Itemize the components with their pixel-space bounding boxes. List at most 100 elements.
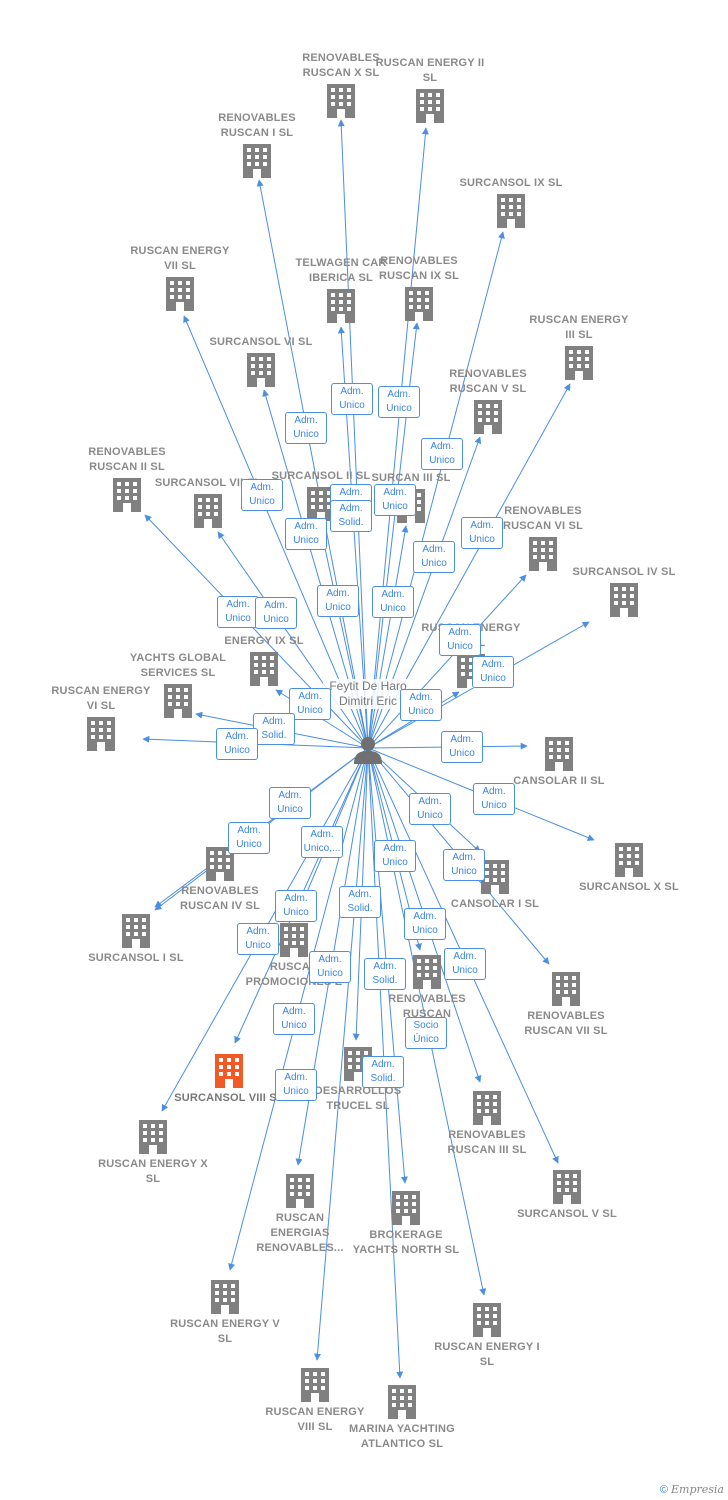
building-icon[interactable] [413,955,441,989]
company-label-c4[interactable]: SURCANSOL IX SL [459,177,563,189]
company-label-c17[interactable]: ENERGY IX SL [224,635,304,647]
relation-badge-r37[interactable]: Adm.Unico [273,1003,315,1035]
building-icon[interactable] [215,1054,243,1088]
building-icon[interactable] [87,717,115,751]
building-icon[interactable] [529,537,557,571]
relation-badge-r10[interactable]: Adm.Unico [413,541,455,573]
company-label-c38[interactable]: RUSCAN ENERGY VIII SL [265,1406,365,1433]
company-label-c19[interactable]: YACHTS GLOBAL SERVICES SL [129,652,227,679]
relation-badge-r29[interactable]: Adm.Unico [443,849,485,881]
relation-badge-r28[interactable]: Adm.Unico [374,840,416,872]
building-icon[interactable] [615,843,643,877]
company-label-c36[interactable]: RUSCAN ENERGY V SL [170,1318,280,1345]
company-label-c34[interactable]: RUSCAN ENERGIAS RENOVABLES... [256,1212,344,1254]
relation-badge-r36[interactable]: Adm.Unico [444,948,486,980]
building-icon[interactable] [211,1280,239,1314]
relation-badge-r8[interactable]: Adm.Unico [241,479,283,511]
building-icon[interactable] [286,1174,314,1208]
building-icon[interactable] [565,346,593,380]
relation-badge-r30[interactable]: Adm.Solid. [339,886,381,918]
company-label-c20[interactable]: RUSCAN ENERGY VI SL [51,685,151,712]
building-icon[interactable] [545,737,573,771]
company-label-c5[interactable]: RUSCAN ENERGY VII SL [130,245,230,272]
relation-badge-r18[interactable]: Adm.Unico [289,688,331,720]
building-icon[interactable] [610,583,638,617]
relation-badge-r17[interactable]: Adm.Unico [472,656,514,688]
relation-badge-r20[interactable]: Adm.Solid. [253,713,295,745]
building-icon[interactable] [166,277,194,311]
building-icon[interactable] [250,652,278,686]
relation-badge-r26[interactable]: Adm.Unico,... [301,826,343,858]
relation-badge-r16[interactable]: Adm.Unico [439,624,481,656]
relation-badge-r1[interactable]: Adm.Unico [331,383,373,415]
building-icon[interactable] [388,1385,416,1419]
relation-badge-r32[interactable]: Adm.Unico [404,908,446,940]
company-label-c37[interactable]: RUSCAN ENERGY I SL [434,1341,540,1368]
relation-badge-r33[interactable]: Adm.Unico [237,923,279,955]
company-label-c16[interactable]: SURCANSOL IV SL [572,566,676,578]
company-label-c31[interactable]: RUSCAN ENERGY X SL [98,1158,208,1185]
relation-badge-r2[interactable]: Adm.Unico [378,386,420,418]
company-label-c6[interactable]: TELWAGEN CAR IBERICA SL [295,257,387,284]
building-icon[interactable] [553,1170,581,1204]
relation-badge-r25[interactable]: Adm.Unico [228,822,270,854]
company-label-c25[interactable]: SURCANSOL I SL [88,952,184,964]
relation-badge-r22[interactable]: Adm.Unico [441,731,483,763]
relation-badge-r40[interactable]: Adm.Solid. [362,1056,404,1088]
building-icon[interactable] [113,478,141,512]
company-label-c30[interactable]: DESARROLLOS TRUCEL SL [314,1085,402,1112]
company-label-c2[interactable]: RUSCAN ENERGY II SL [375,57,485,84]
relation-badge-r21[interactable]: Adm.Unico [216,728,258,760]
building-icon[interactable] [327,289,355,323]
building-icon[interactable] [194,494,222,528]
building-icon[interactable] [474,400,502,434]
relation-badge-r3[interactable]: Adm.Unico [285,412,327,444]
building-icon[interactable] [392,1191,420,1225]
building-icon[interactable] [416,89,444,123]
company-label-c1[interactable]: RENOVABLES RUSCAN X SL [302,52,380,79]
relation-badge-r7[interactable]: Adm.Unico [374,484,416,516]
company-label-c7[interactable]: RENOVABLES RUSCAN IX SL [378,255,460,282]
company-label-c22[interactable]: SURCANSOL X SL [579,881,679,893]
relation-badge-r35[interactable]: Adm.Solid. [364,958,406,990]
building-icon[interactable] [247,353,275,387]
relation-badge-r24[interactable]: Adm.Unico [269,787,311,819]
company-label-c9[interactable]: SURCANSOL VI SL [209,336,313,348]
relation-badge-r27[interactable]: Adm.Unico [409,793,451,825]
relation-badge-r13[interactable]: Adm.Unico [255,597,297,629]
company-label-c14[interactable]: SURCAN III SL [371,472,451,484]
relation-badge-r34[interactable]: Adm.Unico [309,951,351,983]
relation-badge-r23[interactable]: Adm.Unico [473,783,515,815]
relation-badge-r6[interactable]: Adm.Solid. [330,500,372,532]
building-icon[interactable] [497,194,525,228]
company-label-c10[interactable]: RENOVABLES RUSCAN V SL [449,368,527,395]
company-label-c23[interactable]: RENOVABLES RUSCAN IV SL [179,885,261,912]
company-label-c33[interactable]: SURCANSOL V SL [517,1208,617,1220]
company-label-c39[interactable]: MARINA YACHTING ATLANTICO SL [349,1423,455,1450]
relation-badge-r4[interactable]: Adm.Unico [421,438,463,470]
company-label-c11[interactable]: RENOVABLES RUSCAN II SL [88,446,166,473]
relation-badge-r11[interactable]: Adm.Unico [461,517,503,549]
building-icon[interactable] [280,923,308,957]
building-icon[interactable] [301,1368,329,1402]
building-icon[interactable] [473,1091,501,1125]
building-icon[interactable] [243,144,271,178]
building-icon[interactable] [139,1120,167,1154]
building-icon[interactable] [164,684,192,718]
company-label-c8[interactable]: RUSCAN ENERGY III SL [529,314,629,341]
relation-badge-r31[interactable]: Adm.Unico [275,890,317,922]
company-label-c28[interactable]: RENOVABLES RUSCAN VII SL [524,1010,608,1037]
company-label-c35[interactable]: BROKERAGE YACHTS NORTH SL [352,1229,460,1256]
company-label-c15[interactable]: RENOVABLES RUSCAN VI SL [502,505,584,532]
company-label-c32[interactable]: RENOVABLES RUSCAN III SL [447,1129,527,1156]
building-icon[interactable] [473,1303,501,1337]
company-label-c24[interactable]: CANSOLAR I SL [450,898,540,910]
building-icon[interactable] [405,287,433,321]
company-label-c13[interactable]: SURCANSOL II SL [271,470,371,482]
building-icon[interactable] [327,84,355,118]
building-icon[interactable] [481,860,509,894]
relation-badge-r19[interactable]: Adm.Unico [400,689,442,721]
company-label-c12[interactable]: SURCANSOL VII SL [154,477,262,489]
person-name[interactable]: Feytit De Haro Dimitri Eric [323,679,413,709]
